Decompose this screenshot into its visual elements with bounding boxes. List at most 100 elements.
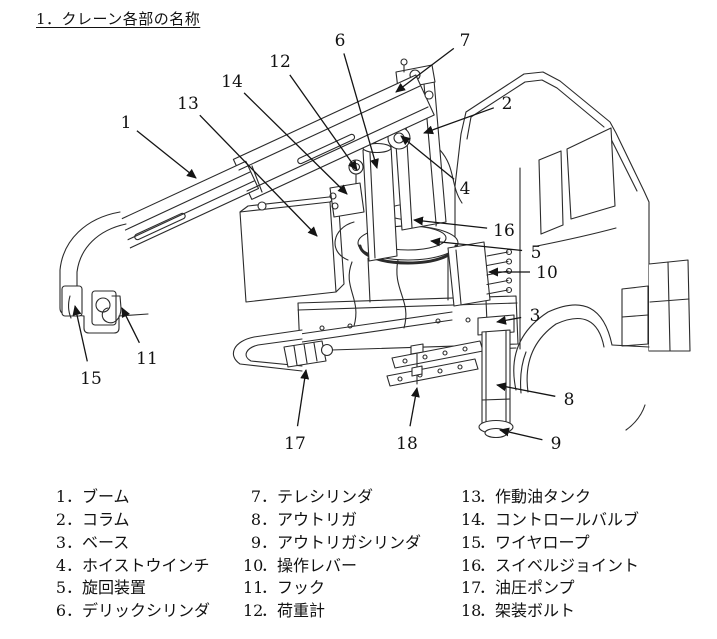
- callout-11: 11: [121, 307, 158, 369]
- leader-line-17: [296, 369, 310, 427]
- leader-line-18: [409, 387, 420, 427]
- pump-flange: [320, 343, 334, 357]
- bolt-nut: [411, 365, 423, 377]
- legend-item-number: 17: [461, 578, 482, 598]
- legend-item-number: 5: [55, 578, 66, 598]
- hose3: [439, 149, 463, 204]
- wheel-fender-outer: [513, 304, 613, 391]
- leader-line-6: [343, 53, 379, 169]
- leader-line-1: [136, 130, 197, 179]
- legend-item-separator: ．: [66, 487, 83, 506]
- callout-18: 18: [396, 387, 420, 454]
- legend-item-7: 7．テレシリンダ: [243, 486, 461, 509]
- legend-item-label: ブーム: [82, 487, 130, 506]
- callout-number-18: 18: [396, 434, 418, 454]
- beam-line1: [299, 311, 453, 335]
- tire-arc-right: [625, 404, 646, 431]
- legend-item-label: 旋回装置: [82, 578, 147, 598]
- outrigger: [477, 314, 515, 439]
- legend-item-number: 2: [55, 509, 66, 529]
- legend-item-label: デリックシリンダ: [82, 601, 211, 621]
- bolt-head: [410, 343, 424, 355]
- legend-item-label: 作動油タンク: [495, 487, 592, 506]
- legend-item-number: 3: [55, 532, 66, 552]
- legend-item-separator: ．: [479, 555, 496, 575]
- legend-item-6: 6．デリックシリンダ: [48, 600, 243, 623]
- legend-item-14: 14．コントロールバルブ: [461, 509, 717, 532]
- rail-lower: [386, 358, 479, 387]
- legend-item-separator: ．: [66, 578, 83, 598]
- page-title: 1．クレーン各部の名称: [36, 10, 201, 28]
- legend-item-11: 11．フック: [243, 577, 461, 600]
- legend-item-separator: ．: [479, 601, 496, 621]
- callout-number-6: 6: [335, 31, 346, 51]
- legend-item-separator: ．: [66, 532, 83, 552]
- legend-item-number: 15: [461, 532, 482, 552]
- callout-number-4: 4: [460, 179, 471, 199]
- legend-item-separator: ．: [261, 578, 278, 598]
- cab-bumper-line2: [649, 298, 690, 303]
- control-valve: [329, 182, 365, 218]
- legend-item-separator: ．: [66, 509, 83, 529]
- callout-number-16: 16: [493, 221, 515, 241]
- legend-item-10: 10．操作レバー: [243, 555, 461, 578]
- callout-7: 7: [395, 31, 470, 93]
- legend-item-2: 2．コラム: [48, 509, 243, 532]
- callout-number-1: 1: [121, 113, 132, 133]
- outrigger-float-inner: [245, 338, 303, 367]
- legend-item-number: 7: [250, 487, 261, 506]
- legend-item-17: 17．油圧ポンプ: [461, 577, 717, 600]
- tank-body: [239, 195, 345, 303]
- leader-line-9: [499, 427, 543, 441]
- tank-cap: [257, 201, 267, 211]
- legend-item-label: ベース: [82, 532, 130, 552]
- legend-item-label: アウトリガシリンダ: [277, 532, 422, 552]
- legend-item-separator: ．: [66, 555, 83, 575]
- outrigger-foot-pad: [484, 427, 508, 439]
- callout-3: 3: [496, 306, 540, 326]
- legend-item-label: コントロールバルブ: [495, 509, 640, 529]
- boom-pivot-pin: [424, 90, 434, 100]
- legend-item-number: 4: [55, 555, 66, 575]
- legend-item-number: 6: [55, 601, 66, 621]
- leader-line-2: [423, 107, 495, 135]
- beam-line2: [301, 319, 453, 343]
- callout-6: 6: [335, 31, 379, 169]
- outrigger-beam-left: [232, 311, 453, 372]
- boom-head-inner: [76, 223, 127, 311]
- callout-number-9: 9: [551, 434, 562, 454]
- legend-item-separator: ．: [261, 509, 278, 529]
- legend-item-label: テレシリンダ: [277, 487, 374, 506]
- operation-levers: [447, 241, 513, 307]
- leader-line-11: [121, 307, 140, 344]
- leader-line-5: [430, 237, 523, 252]
- tire-arc-left: [520, 351, 527, 394]
- lever-bank-seam: [455, 249, 462, 305]
- callout-12: 12: [269, 52, 358, 171]
- hose4: [334, 221, 355, 261]
- callout-8: 8: [496, 382, 574, 410]
- leader-line-13: [199, 114, 318, 237]
- legend-item-separator: ．: [479, 509, 496, 529]
- callout-9: 9: [499, 427, 562, 454]
- callout-13: 13: [177, 94, 318, 237]
- base-edge: [297, 302, 518, 311]
- cab-window-rear: [538, 150, 564, 235]
- legend-item-3: 3．ベース: [48, 532, 243, 555]
- callout-1: 1: [121, 113, 197, 179]
- callout-number-10: 10: [536, 263, 558, 283]
- hose2: [396, 259, 407, 329]
- callout-number-11: 11: [136, 349, 158, 369]
- boom-head-block1: [61, 285, 83, 317]
- boom-head: [59, 211, 149, 334]
- outrigger-cylinder-lines: [485, 330, 507, 425]
- callout-4: 4: [400, 135, 471, 199]
- legend-item-separator: ．: [479, 487, 496, 506]
- legend-item-15: 15．ワイヤロープ: [461, 532, 717, 555]
- legend-item-separator: ．: [66, 601, 83, 621]
- callout-15: 15: [72, 305, 102, 389]
- legend-item-label: コラム: [82, 509, 130, 529]
- cab-door-seam: [536, 227, 617, 247]
